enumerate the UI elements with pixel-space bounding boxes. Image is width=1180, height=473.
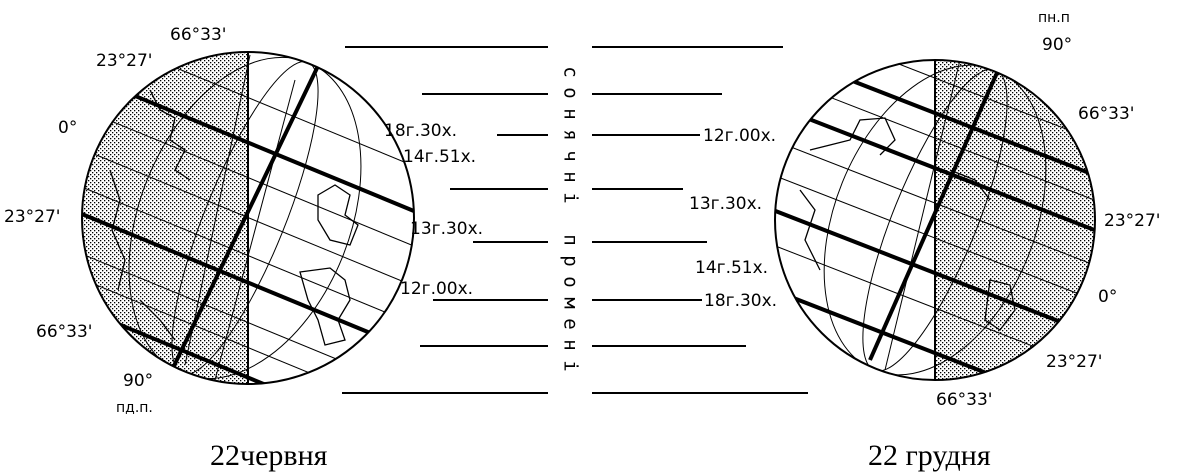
sun-rays [342, 46, 808, 394]
left-antarctic-label: 66°33' [36, 322, 92, 342]
rays-label-char: с [560, 66, 582, 77]
right-pole-angle-label: 90° [1042, 35, 1072, 55]
left-tropic-north-label: 23°27' [96, 51, 152, 71]
left-arctic-label: 66°33' [170, 25, 226, 45]
right-time-label: 13г.30х. [689, 194, 762, 214]
right-time-label: 18г.30х. [704, 291, 777, 311]
rays-label-char: о [560, 276, 582, 287]
right-antarctic-line [775, 283, 1095, 380]
left-pole-angle-label: 90° [123, 371, 153, 391]
left-time-label: 18г.30х. [384, 121, 457, 141]
left-night-half [82, 52, 248, 384]
right-tropic-north-label: 23°27' [1104, 211, 1160, 231]
left-date-caption: 22червня [210, 439, 328, 472]
left-globe: 66°33' 23°27' 0° 23°27' 66°33' 90° пд.п.… [4, 25, 483, 472]
left-time-label: 12г.00х. [400, 279, 473, 299]
left-pole-name-label: пд.п. [116, 400, 153, 416]
rays-label-char: ч [560, 150, 582, 161]
right-tropic-north-line [775, 98, 1095, 242]
rays-label-char: н [560, 339, 582, 350]
rays-label-char: п [560, 234, 582, 245]
right-globe-outline [774, 59, 1096, 381]
right-antarctic-label: 66°33' [936, 390, 992, 410]
rays-label-char: е [560, 318, 582, 329]
left-equator-line [82, 139, 414, 306]
rays-label-char: н [560, 171, 582, 182]
rays-label-char: я [560, 129, 582, 140]
left-tropic-south-label: 23°27' [4, 207, 60, 227]
right-equator-line [775, 169, 1095, 311]
right-globe: пн.п 90° 66°33' 23°27' 0° 23°27' 66°33' … [689, 10, 1160, 472]
right-tropic-south-label: 23°27' [1046, 352, 1102, 372]
right-arctic-label: 66°33' [1078, 104, 1134, 124]
left-coastlines [109, 89, 359, 346]
left-time-label: 14г.51х. [403, 147, 476, 167]
rays-label-char: р [560, 255, 582, 266]
right-date-caption: 22 грудня [868, 439, 991, 472]
right-pole-name-label: пн.п [1038, 10, 1070, 26]
rays-label-char: н [560, 108, 582, 119]
left-globe-outline [81, 51, 415, 385]
left-equator-label: 0° [58, 118, 77, 138]
rays-label-char: і [560, 360, 582, 371]
rays-label-char: м [560, 297, 582, 308]
right-time-label: 12г.00х. [703, 126, 776, 146]
rays-label-char: о [560, 87, 582, 98]
right-equator-label: 0° [1098, 287, 1117, 307]
left-antarctic-line [82, 298, 414, 384]
left-axis [170, 65, 320, 371]
right-time-label: 14г.51х. [695, 258, 768, 278]
rays-label-char: і [560, 192, 582, 203]
left-time-label: 13г.30х. [410, 219, 483, 239]
